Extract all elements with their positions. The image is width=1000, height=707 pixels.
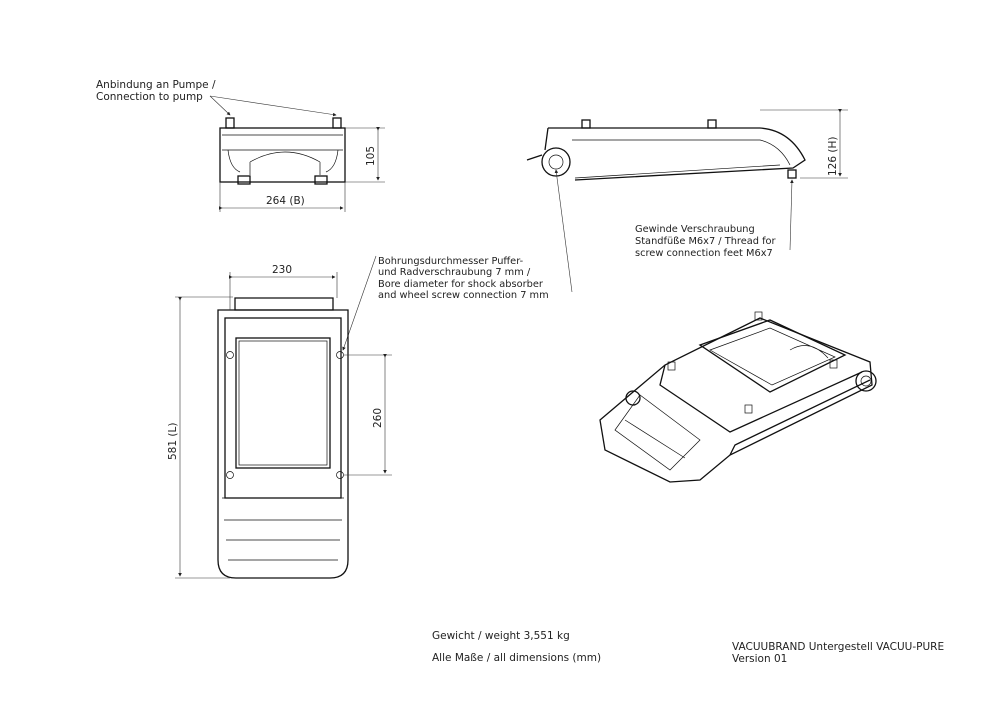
side-callout-line2: Standfüße M6x7 / Thread for	[635, 236, 777, 247]
front-callout-line1: Anbindung an Pumpe /	[96, 79, 216, 91]
plan-callout-line2: und Radverschraubung 7 mm /	[378, 267, 531, 278]
plan-callout-line3: Bore diameter for shock absorber	[378, 279, 544, 290]
plan-hole-dim: 260	[372, 408, 384, 428]
plan-view: Bohrungsdurchmesser Puffer- und Radversc…	[167, 255, 549, 579]
isometric-view	[599, 311, 877, 483]
front-view: Anbindung an Pumpe / Connection to pump …	[96, 79, 385, 212]
side-height-dim: 126 (H)	[827, 137, 839, 176]
front-callout-line2: Connection to pump	[96, 91, 203, 103]
side-callout-line3: screw connection feet M6x7	[635, 248, 773, 259]
front-width-dim: 264 (B)	[266, 195, 305, 207]
side-view: 126 (H) Gewinde Verschraubung Standfüße …	[526, 109, 848, 293]
drawing-version: Version 01	[732, 653, 787, 665]
side-callout-line1: Gewinde Verschraubung	[635, 224, 755, 235]
weight-note: Gewicht / weight 3,551 kg	[432, 630, 570, 642]
units-note: Alle Maße / all dimensions (mm)	[432, 652, 601, 664]
plan-width-dim: 230	[272, 264, 292, 276]
plan-callout-line4: and wheel screw connection 7 mm	[378, 290, 549, 301]
plan-callout-line1: Bohrungsdurchmesser Puffer-	[378, 256, 524, 267]
plan-length-dim: 581 (L)	[167, 423, 179, 460]
drawing-title: VACUUBRAND Untergestell VACUU-PURE	[732, 641, 944, 653]
front-height-dim: 105	[365, 146, 377, 166]
